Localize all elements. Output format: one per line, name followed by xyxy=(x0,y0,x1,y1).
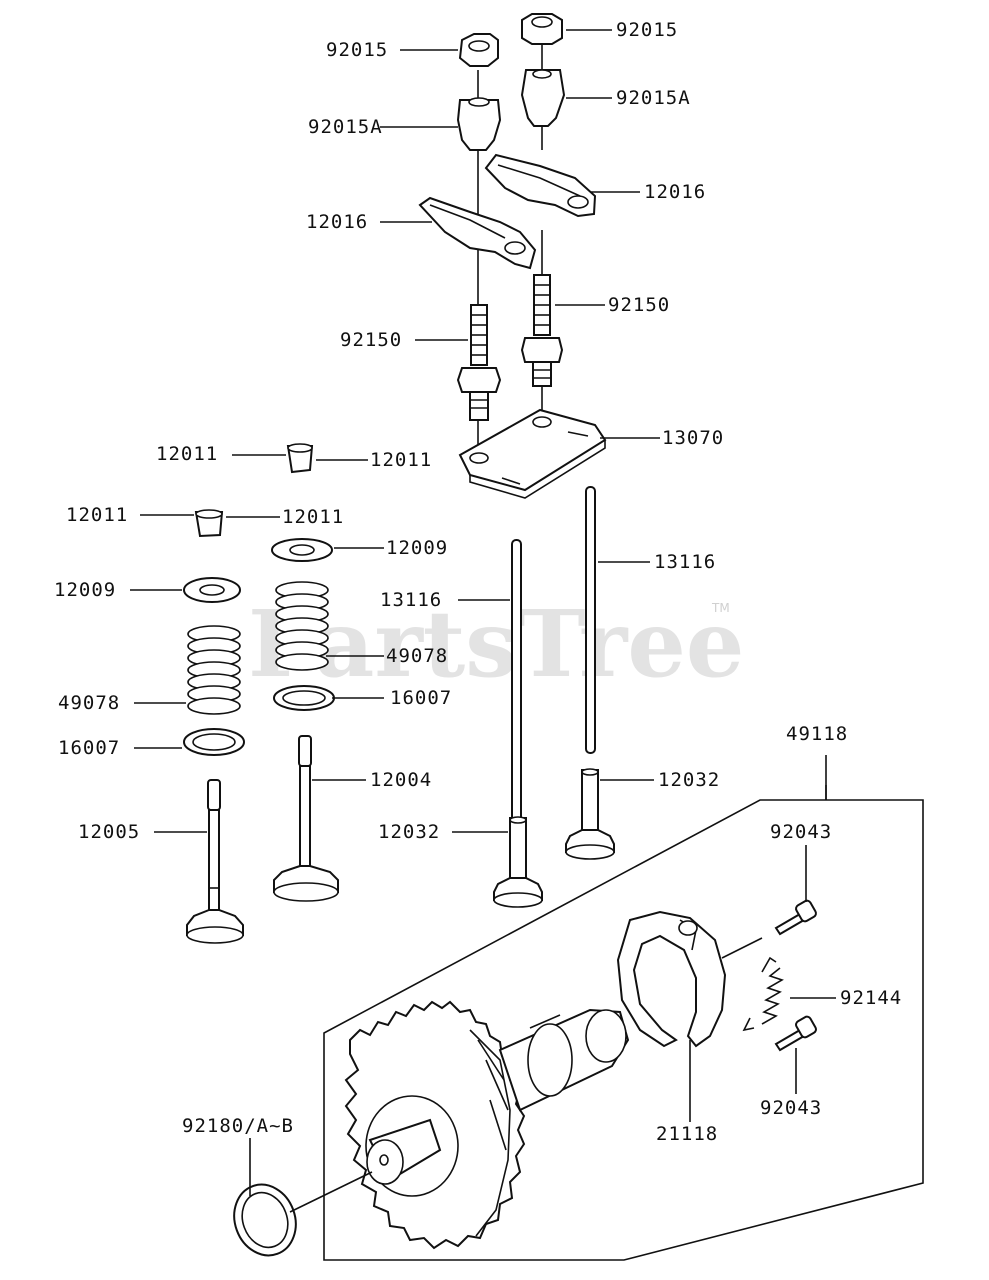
nut-left-part[interactable] xyxy=(458,33,499,67)
label-stud-right[interactable]: 92150 xyxy=(608,294,670,316)
label-keeper-left[interactable]: 12011 xyxy=(66,504,128,526)
label-spring-left[interactable]: 49078 xyxy=(58,692,120,714)
shim-part[interactable] xyxy=(224,1176,305,1264)
label-cap-right[interactable]: 92015A xyxy=(616,87,691,109)
label-retainer-left[interactable]: 12009 xyxy=(54,579,116,601)
camshaft-part[interactable] xyxy=(498,1008,630,1112)
label-nut-right[interactable]: 92015 xyxy=(616,19,678,41)
seat-left-part[interactable] xyxy=(183,728,245,756)
label-tappet-left[interactable]: 12032 xyxy=(378,821,440,843)
label-retainer-right[interactable]: 12009 xyxy=(386,537,448,559)
label-keeper-mid-right[interactable]: 12011 xyxy=(370,449,432,471)
label-stud-left[interactable]: 92150 xyxy=(340,329,402,351)
cam-gear-part[interactable] xyxy=(344,1000,526,1250)
cap-nut-left-part[interactable] xyxy=(456,97,502,151)
label-pushrod-left[interactable]: 13116 xyxy=(380,589,442,611)
tappet-right-part[interactable] xyxy=(565,768,615,860)
label-spring-right[interactable]: 49078 xyxy=(386,645,448,667)
seat-right-part[interactable] xyxy=(273,685,335,711)
label-shim[interactable]: 92180/A~B xyxy=(182,1115,294,1137)
label-seat-right[interactable]: 16007 xyxy=(390,687,452,709)
bolt-top-part[interactable] xyxy=(774,899,817,936)
label-cap-left[interactable]: 92015A xyxy=(308,116,383,138)
valve-exhaust-part[interactable] xyxy=(273,735,339,902)
label-weight[interactable]: 21118 xyxy=(656,1123,718,1145)
spring-left-part[interactable] xyxy=(187,625,241,715)
guide-plate-part[interactable] xyxy=(458,408,607,499)
label-guide-plate[interactable]: 13070 xyxy=(662,427,724,449)
label-rocker-left[interactable]: 12016 xyxy=(306,211,368,233)
tappet-left-part[interactable] xyxy=(493,816,543,908)
keeper-mid-part[interactable] xyxy=(286,443,314,474)
assembly-frame xyxy=(323,755,924,1261)
weight-spring-part[interactable] xyxy=(742,956,784,1032)
label-pushrod-right[interactable]: 13116 xyxy=(654,551,716,573)
rocker-arm-right-part[interactable] xyxy=(484,153,597,218)
label-camshaft-assy[interactable]: 49118 xyxy=(786,723,848,745)
label-keeper-right[interactable]: 12011 xyxy=(282,506,344,528)
retainer-left-part[interactable] xyxy=(183,577,241,603)
cap-nut-right-part[interactable] xyxy=(520,69,566,127)
label-valve-intake[interactable]: 12005 xyxy=(78,821,140,843)
keeper-left-part[interactable] xyxy=(194,509,224,538)
label-keeper-mid-left[interactable]: 12011 xyxy=(156,443,218,465)
shim-axis-line xyxy=(289,1171,373,1213)
pushrod-left-part[interactable] xyxy=(511,539,522,831)
stud-right-part[interactable] xyxy=(520,274,564,387)
stud-left-part[interactable] xyxy=(456,304,502,421)
spring-right-part[interactable] xyxy=(275,581,329,671)
watermark-text: PartsTree xyxy=(248,590,744,698)
bolt-bottom-part[interactable] xyxy=(774,1015,817,1052)
leader-lines xyxy=(130,29,836,1196)
label-tappet-right[interactable]: 12032 xyxy=(658,769,720,791)
label-nut-left[interactable]: 92015 xyxy=(326,39,388,61)
watermark-trademark: TM xyxy=(711,601,730,615)
pushrod-right-part[interactable] xyxy=(585,486,596,754)
label-valve-exhaust[interactable]: 12004 xyxy=(370,769,432,791)
retainer-right-part[interactable] xyxy=(271,538,333,562)
label-bolt-bottom[interactable]: 92043 xyxy=(760,1097,822,1119)
label-bolt-top[interactable]: 92043 xyxy=(770,821,832,843)
governor-weight-part[interactable] xyxy=(616,910,727,1048)
valve-intake-part[interactable] xyxy=(186,779,244,944)
label-spring-weight[interactable]: 92144 xyxy=(840,987,902,1009)
label-rocker-right[interactable]: 12016 xyxy=(644,181,706,203)
callout-labels: 92015 92015 92015A 92015A 12016 12016 92… xyxy=(54,19,902,1145)
nut-right-part[interactable] xyxy=(521,13,563,45)
rocker-arm-left-part[interactable] xyxy=(418,196,537,270)
label-seat-left[interactable]: 16007 xyxy=(58,737,120,759)
